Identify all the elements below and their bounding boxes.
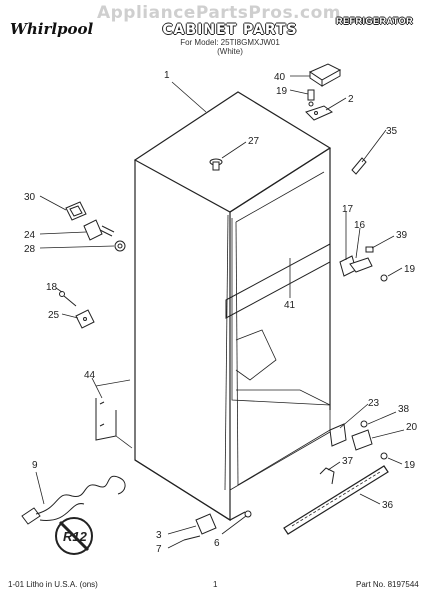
- callout: 40: [274, 72, 286, 83]
- callout: 44: [84, 370, 96, 381]
- callout: 9: [32, 460, 38, 471]
- part-44-bracket: [95, 379, 133, 449]
- callout: 39: [396, 230, 408, 241]
- part-37-clip: [319, 467, 335, 485]
- callout: 17: [342, 204, 354, 215]
- part-28-washer: [114, 240, 126, 252]
- part-36-toe-grille: [283, 465, 389, 535]
- variant-label: (White): [217, 47, 243, 56]
- callout: 19: [404, 264, 416, 275]
- page-title: CABINET PARTS For Model: 25TI8GMXJW01 (W…: [150, 22, 310, 56]
- diagram-title: CABINET PARTS: [162, 22, 298, 38]
- part-3-7-6-leveling: [183, 510, 252, 541]
- page-number: 1: [213, 580, 218, 589]
- callout: 25: [48, 310, 60, 321]
- part-35-pin: [351, 157, 367, 175]
- part-23-38-20-lower-hinge: [329, 420, 388, 460]
- part-9-power-cord: [21, 475, 126, 525]
- watermark: AppliancePartsPros.com: [96, 3, 341, 23]
- part-19-screw: [307, 89, 315, 107]
- print-note: 1-01 Litho in U.S.A. (ons): [8, 580, 98, 589]
- callout: 24: [24, 230, 36, 241]
- callout: 20: [406, 422, 418, 433]
- callout: 19: [404, 460, 416, 471]
- callout: 36: [382, 500, 394, 511]
- callout: 6: [214, 538, 220, 549]
- callout: 3: [156, 530, 162, 541]
- callout: 38: [398, 404, 410, 415]
- cabinet-body: [133, 91, 332, 522]
- part-number: Part No. 8197544: [356, 580, 419, 589]
- leader-lines: [35, 75, 405, 549]
- callout: 35: [386, 126, 398, 137]
- part-2-top-hinge: [305, 105, 333, 121]
- callout: 1: [164, 70, 170, 81]
- callout: 2: [348, 94, 354, 105]
- callout: 16: [354, 220, 366, 231]
- part-18-25-fasteners: [59, 291, 95, 329]
- callout: 23: [368, 398, 380, 409]
- callout-numbers: 1 40 19 2 35 27 30 24 28 17 16 39 19 18 …: [24, 70, 418, 555]
- callout: 7: [156, 544, 162, 555]
- callout: 27: [248, 136, 260, 147]
- part-40-hinge-cover: [308, 63, 342, 87]
- part-27-plug: [209, 158, 223, 171]
- brand-logo: Whirlpool: [10, 20, 93, 38]
- r12-badge: R12: [55, 517, 93, 555]
- callout: 30: [24, 192, 36, 203]
- brand-name: Whirlpool: [10, 20, 94, 38]
- r12-badge-text: R12: [63, 529, 88, 544]
- model-line: For Model: 25TI8GMXJW01: [180, 38, 280, 47]
- callout: 41: [284, 300, 296, 311]
- callout: 18: [46, 282, 58, 293]
- callout: 28: [24, 244, 36, 255]
- callout: 37: [342, 456, 354, 467]
- callout: 19: [276, 86, 288, 97]
- category-label: REFRIGERATOR: [336, 16, 414, 26]
- part-17-16-hinge-bracket: [339, 246, 388, 282]
- part-30-grommet: [65, 201, 87, 221]
- part-24-valve: [83, 219, 115, 241]
